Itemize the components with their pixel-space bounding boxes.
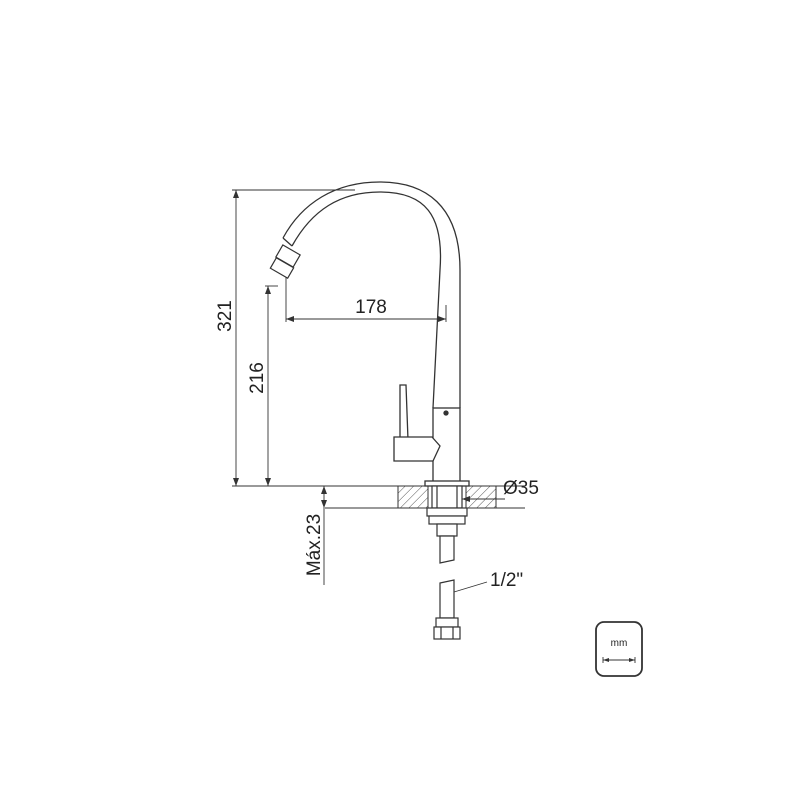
unit-badge: mm (595, 621, 643, 677)
base-flange (424, 480, 470, 487)
dim-connection-thread-label: 1/2" (490, 570, 523, 591)
countertop-section (325, 485, 525, 509)
aerator-nozzle (269, 244, 301, 280)
dim-counter-thickness-label: Máx.23 (304, 514, 325, 576)
dim-spout-height-label: 216 (247, 362, 268, 394)
dimension-arrows (233, 190, 470, 508)
faucet-spout (282, 181, 461, 409)
double-arrow-icon (602, 657, 636, 663)
dim-reach-label: 178 (355, 297, 387, 318)
flex-hose (433, 535, 461, 640)
mounting-shank (426, 485, 468, 537)
unit-badge-label: mm (611, 638, 628, 649)
dimension-lines (232, 189, 505, 593)
dim-total-height-label: 321 (215, 300, 236, 332)
dim-base-diameter-label: Ø35 (503, 478, 539, 499)
lever-handle (393, 384, 441, 462)
